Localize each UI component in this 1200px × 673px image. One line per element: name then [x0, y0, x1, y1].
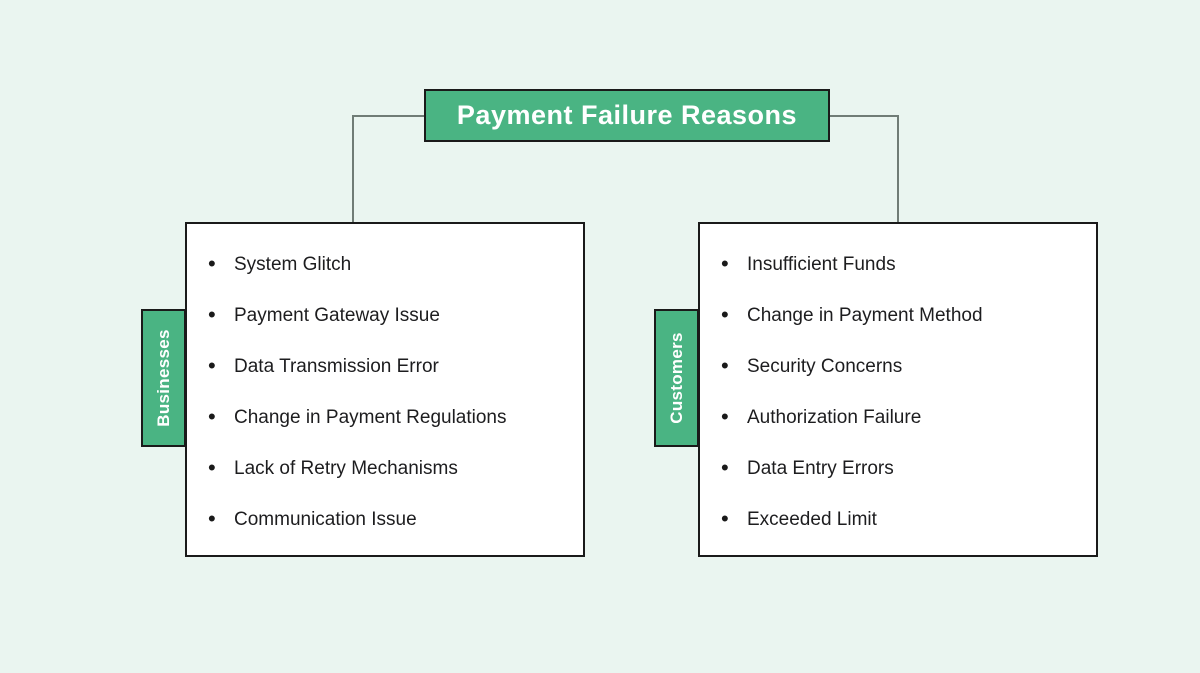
connector-line-left-horizontal [352, 115, 425, 117]
branch-label-text: Businesses [153, 329, 173, 427]
customers-reason-list: Insufficient Funds Change in Payment Met… [700, 224, 1096, 545]
branch-box-businesses: System Glitch Payment Gateway Issue Data… [185, 222, 585, 557]
connector-line-left-vertical [352, 115, 354, 222]
branch-label-text: Customers [666, 332, 686, 424]
list-item: Authorization Failure [700, 392, 1086, 443]
list-item: Communication Issue [187, 494, 573, 545]
list-item: Data Transmission Error [187, 341, 573, 392]
connector-line-right-vertical [897, 115, 899, 222]
branch-box-customers: Insufficient Funds Change in Payment Met… [698, 222, 1098, 557]
list-item: Insufficient Funds [700, 239, 1086, 290]
branch-label-customers: Customers [654, 309, 699, 447]
branch-label-businesses: Businesses [141, 309, 186, 447]
list-item: Change in Payment Regulations [187, 392, 573, 443]
root-node: Payment Failure Reasons [424, 89, 830, 142]
root-node-title: Payment Failure Reasons [456, 100, 798, 130]
list-item: Change in Payment Method [700, 290, 1086, 341]
businesses-reason-list: System Glitch Payment Gateway Issue Data… [187, 224, 583, 545]
list-item: Lack of Retry Mechanisms [187, 443, 573, 494]
list-item: Exceeded Limit [700, 494, 1086, 545]
connector-line-right-horizontal [829, 115, 899, 117]
list-item: Security Concerns [700, 341, 1086, 392]
list-item: System Glitch [187, 239, 573, 290]
list-item: Data Entry Errors [700, 443, 1086, 494]
list-item: Payment Gateway Issue [187, 290, 573, 341]
